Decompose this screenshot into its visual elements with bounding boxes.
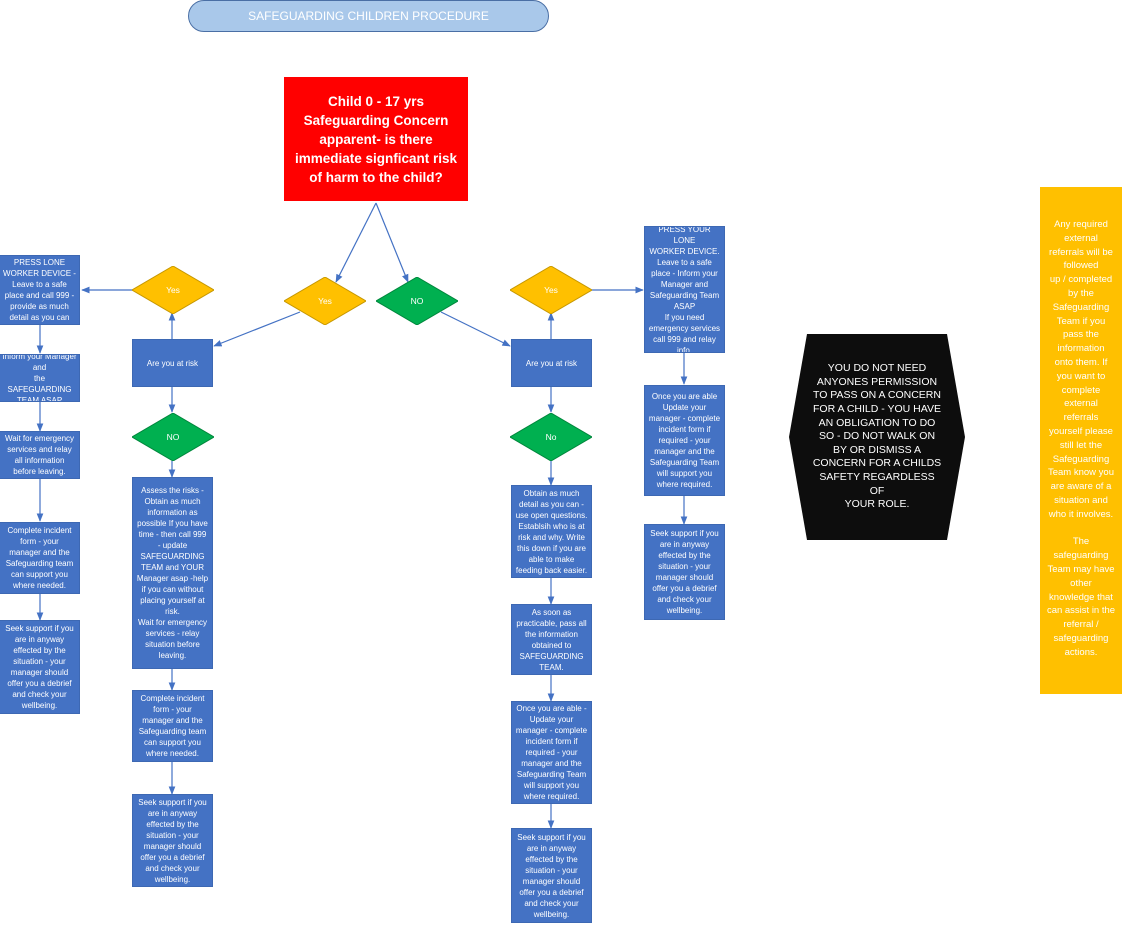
right-no-risk-step-1-text: Obtain as much detail as you can - use o… bbox=[515, 488, 588, 575]
right-risk-step-2-text: Once you are able Update your manager - … bbox=[648, 392, 721, 489]
right-no-risk-step-2-text: As soon as practicable, pass all the inf… bbox=[516, 607, 587, 672]
left-no-risk-step-2-text: Complete incident form - your manager an… bbox=[138, 694, 207, 758]
left-risk-step-5-text: Seek support if you are in anyway effect… bbox=[5, 624, 74, 710]
right-no-risk-step-3-text: Once you are able - Update your manager … bbox=[515, 704, 588, 801]
right-risk-step-3-text: Seek support if you are in anyway effect… bbox=[650, 529, 719, 615]
right-risk-step-1-text: PRESS YOUR LONE WORKER DEVICE. Leave to … bbox=[648, 226, 721, 353]
left-no-risk-step-3-text: Seek support if you are in anyway effect… bbox=[138, 797, 207, 884]
decision-yes-main-label: Yes bbox=[318, 296, 332, 306]
decision-yes-main: Yes bbox=[284, 277, 366, 325]
obligation-notice-text: YOU DO NOT NEED ANYONES PERMISSION TO PA… bbox=[812, 362, 942, 511]
decision-yes-left-label: Yes bbox=[166, 285, 180, 295]
left-no-risk-step-1: Assess the risks - Obtain as much inform… bbox=[132, 477, 213, 669]
decision-no-left: NO bbox=[132, 413, 214, 461]
decision-yes-right: Yes bbox=[510, 266, 592, 314]
obligation-notice: YOU DO NOT NEED ANYONES PERMISSION TO PA… bbox=[789, 334, 965, 540]
right-at-risk-box: Are you at risk bbox=[511, 339, 592, 387]
left-no-risk-step-1-text: Assess the risks - Obtain as much inform… bbox=[136, 486, 209, 660]
right-risk-step-2: Once you are able Update your manager - … bbox=[644, 385, 725, 496]
decision-yes-left: Yes bbox=[132, 266, 214, 314]
left-risk-step-1: PRESS LONE WORKER DEVICE - Leave to a sa… bbox=[0, 255, 80, 325]
decision-no-right-label: No bbox=[545, 432, 557, 442]
left-risk-step-4: Complete incident form - your manager an… bbox=[0, 522, 80, 594]
main-question-text: Child 0 - 17 yrs Safeguarding Concern ap… bbox=[294, 93, 458, 185]
decision-yes-right-label: Yes bbox=[544, 285, 558, 295]
decision-no-main-label: NO bbox=[410, 296, 424, 306]
right-at-risk-label: Are you at risk bbox=[525, 358, 578, 368]
left-risk-step-4-text: Complete incident form - your manager an… bbox=[5, 526, 74, 590]
left-risk-step-5: Seek support if you are in anyway effect… bbox=[0, 620, 80, 714]
right-no-risk-step-1: Obtain as much detail as you can - use o… bbox=[511, 485, 592, 578]
referral-note: Any required external referrals will be … bbox=[1040, 187, 1122, 694]
decision-no-right: No bbox=[510, 413, 592, 461]
right-no-risk-step-3: Once you are able - Update your manager … bbox=[511, 701, 592, 804]
left-at-risk-box: Are you at risk bbox=[132, 339, 213, 387]
left-risk-step-2-text: Inform your Manager and the SAFEGUARDING… bbox=[2, 354, 77, 402]
left-risk-step-3-text: Wait for emergency services and relay al… bbox=[4, 434, 75, 476]
procedure-title: SAFEGUARDING CHILDREN PROCEDURE bbox=[188, 0, 549, 32]
left-risk-step-2: Inform your Manager and the SAFEGUARDING… bbox=[0, 354, 80, 402]
right-no-risk-step-4: Seek support if you are in anyway effect… bbox=[511, 828, 592, 923]
left-no-risk-step-2: Complete incident form - your manager an… bbox=[132, 690, 213, 762]
left-risk-step-3: Wait for emergency services and relay al… bbox=[0, 431, 80, 479]
left-risk-step-1-text: PRESS LONE WORKER DEVICE - Leave to a sa… bbox=[3, 258, 76, 322]
decision-no-left-label: NO bbox=[166, 432, 180, 442]
right-no-risk-step-2: As soon as practicable, pass all the inf… bbox=[511, 604, 592, 675]
right-risk-step-1: PRESS YOUR LONE WORKER DEVICE. Leave to … bbox=[644, 226, 725, 353]
right-risk-step-3: Seek support if you are in anyway effect… bbox=[644, 524, 725, 620]
right-no-risk-step-4-text: Seek support if you are in anyway effect… bbox=[517, 832, 586, 919]
left-at-risk-label: Are you at risk bbox=[146, 358, 199, 368]
main-question-box: Child 0 - 17 yrs Safeguarding Concern ap… bbox=[284, 77, 468, 201]
left-no-risk-step-3: Seek support if you are in anyway effect… bbox=[132, 794, 213, 887]
decision-no-main: NO bbox=[376, 277, 458, 325]
